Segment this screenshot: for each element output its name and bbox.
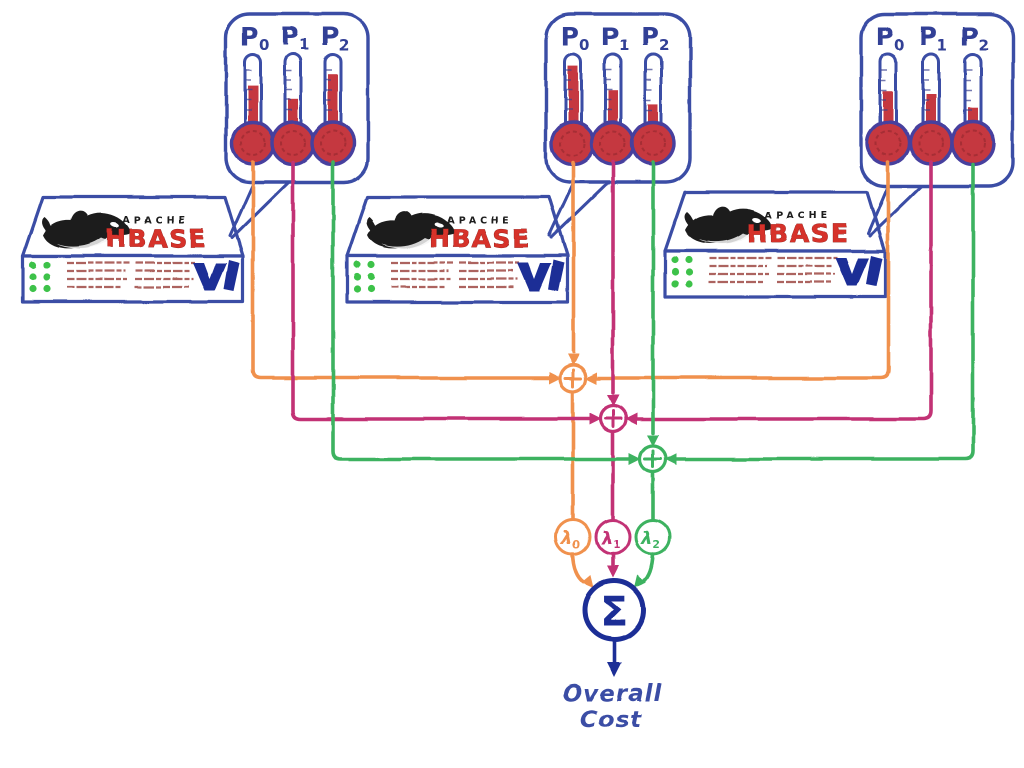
orca-icon	[366, 211, 454, 249]
hbase-server-1	[21, 195, 245, 304]
thermometer-label: P1	[601, 22, 630, 54]
down-arrow-icon	[606, 639, 622, 677]
thermometer-icon-p0	[230, 52, 276, 166]
wire-p0-server1	[251, 160, 551, 380]
callout-tail	[230, 178, 293, 240]
led-icon	[353, 261, 375, 293]
callout-tail	[868, 180, 928, 238]
load-panel-3	[859, 12, 1015, 238]
thermometer-icon-p2	[630, 52, 676, 166]
thermometer-label: P1	[281, 22, 310, 54]
overall-cost-label-line2: Cost	[580, 707, 641, 733]
sum-node	[582, 578, 646, 642]
wire-p2-server1	[331, 160, 631, 461]
overall-cost-label-line1: Overall	[563, 681, 663, 707]
led-icon	[671, 256, 693, 288]
thermometer-label: P0	[561, 22, 590, 54]
load-panel-2	[544, 12, 692, 240]
thermometer-label: P2	[321, 22, 350, 54]
wires-p2	[331, 160, 975, 521]
wire-p1-server1	[291, 160, 591, 421]
lambda-2-node	[634, 518, 672, 588]
thermometer-icon-p1	[590, 52, 636, 166]
load-panel-1	[224, 12, 370, 240]
hbase-wordmark: HBASE	[429, 224, 531, 253]
lambda-0-node	[554, 518, 594, 588]
callout-tail	[228, 178, 257, 238]
apache-wordmark: APACHE	[123, 215, 189, 226]
hbase-server-2	[345, 195, 569, 304]
lambda-0-label: λ0	[560, 528, 580, 551]
lambda-1-node	[594, 518, 632, 578]
hbase-wordmark: HBASE	[105, 224, 207, 253]
apache-wordmark: APACHE	[447, 215, 513, 226]
thermometer-label: P2	[961, 22, 990, 54]
lambda-1-label: λ1	[600, 528, 620, 551]
sum-junction-icon-p2	[629, 435, 677, 474]
hbase-wordmark: HBASE	[747, 219, 849, 248]
server-front-face	[21, 254, 245, 304]
thermometer-icon-p2	[950, 52, 996, 166]
thermometer-label: P0	[876, 22, 905, 54]
server-front-face	[663, 249, 887, 299]
wire-p0-server3	[595, 160, 890, 380]
thermometer-icon-p2	[310, 52, 356, 166]
orca-icon	[42, 211, 130, 249]
wires-p1	[291, 160, 933, 522]
led-icon	[29, 261, 51, 293]
wires-p0	[251, 160, 890, 522]
server-front-face	[345, 254, 569, 304]
front-panel-text-scribble	[67, 261, 195, 289]
vendor-logo-icon	[193, 260, 240, 291]
callout-tail	[547, 178, 577, 238]
front-panel-text-scribble	[709, 256, 837, 284]
callout-tail	[549, 178, 613, 240]
lambda-2-label: λ2	[640, 528, 660, 551]
wire-p1-server3	[635, 160, 933, 421]
labels: P0 P1 P2 P0 P1 P2 P0 P1 P2 APACHE HBASE …	[105, 22, 990, 733]
wire-p2-server3	[675, 162, 975, 461]
thermometer-label: P2	[641, 22, 670, 54]
thermometer-label: P0	[241, 22, 270, 54]
orca-icon	[684, 206, 772, 244]
thermometer-label: P1	[919, 22, 948, 54]
apache-wordmark: APACHE	[765, 210, 831, 221]
sum-junction-icon-p1	[589, 395, 637, 434]
vendor-logo-icon	[517, 260, 564, 291]
sigma-label: Σ	[600, 589, 627, 635]
front-panel-text-scribble	[391, 261, 519, 289]
sum-junction-icon-p0	[549, 354, 597, 393]
hbase-server-3	[663, 190, 887, 299]
vendor-logo-icon	[835, 255, 882, 286]
